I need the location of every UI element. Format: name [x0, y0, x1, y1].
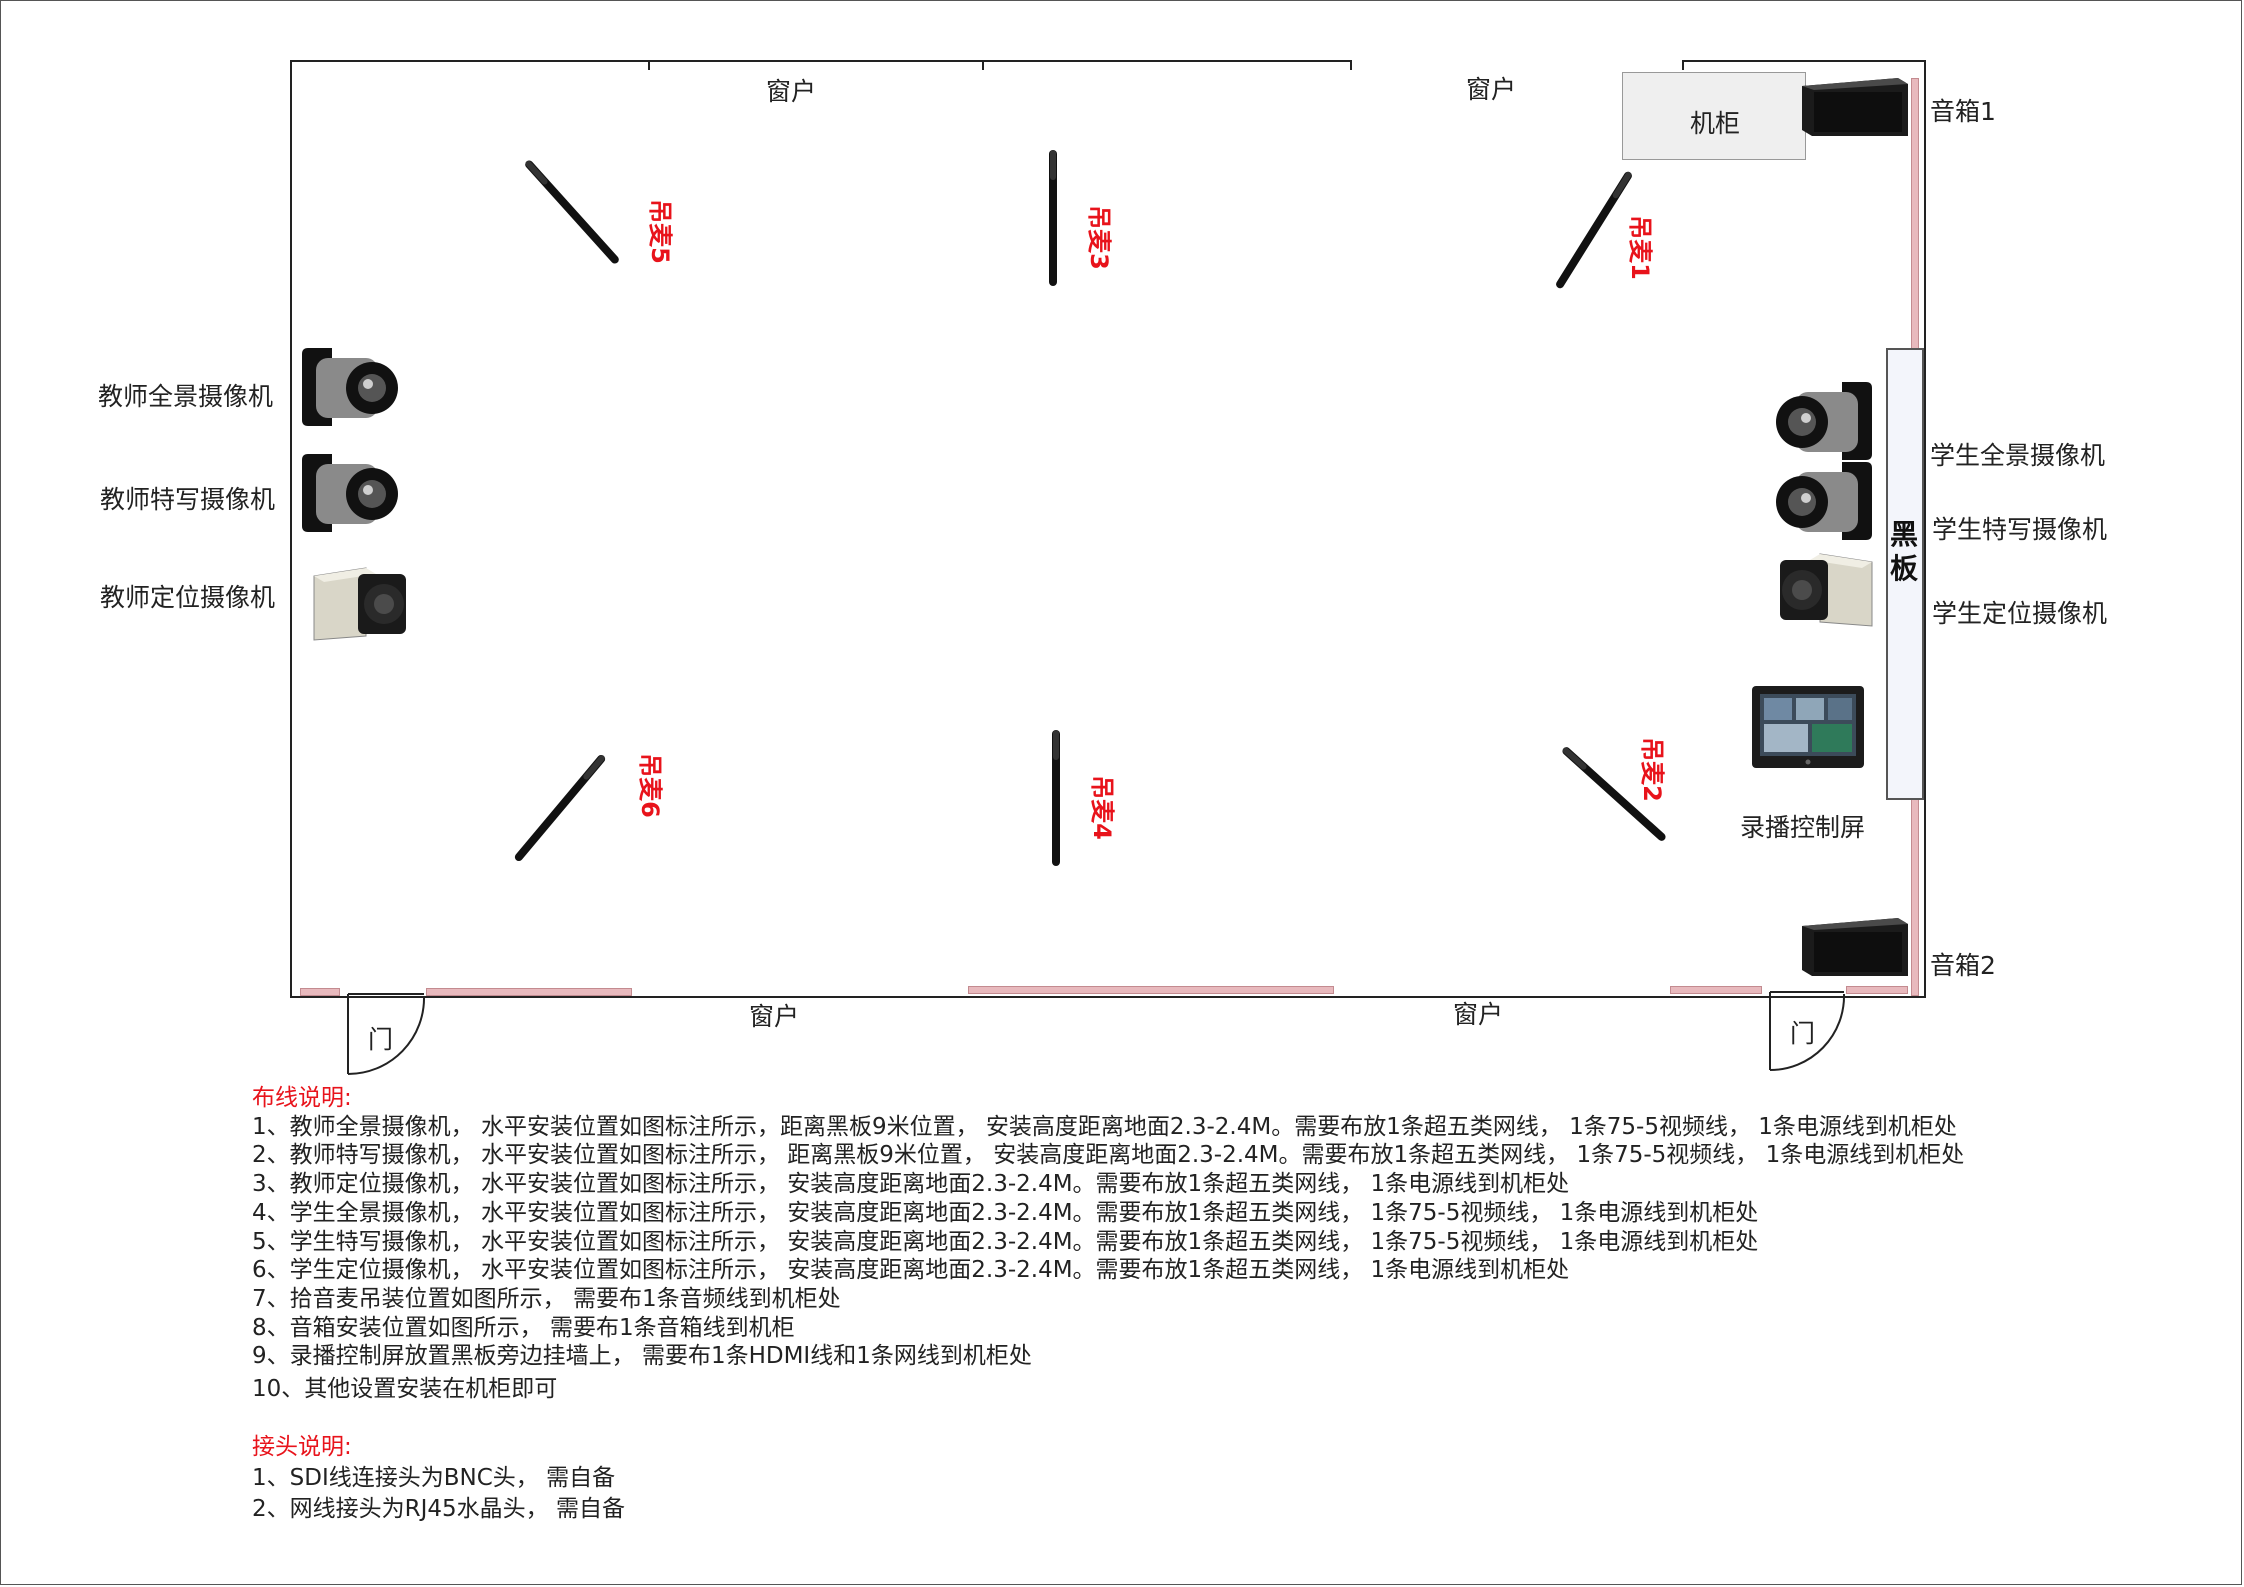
window-label-top-right: 窗户 [1466, 75, 1517, 104]
mic-3-label: 吊麦3 [1084, 205, 1113, 270]
hanging-mic-icon [1049, 150, 1057, 286]
blackboard [1886, 348, 1924, 800]
window-label-bottom-left: 窗户 [749, 1002, 800, 1031]
top-window-divider [1350, 60, 1352, 70]
window-label-top-left: 窗户 [766, 77, 817, 106]
bottom-wall-segment [968, 986, 1334, 994]
teacher-tracking-camera-label: 教师定位摄像机 [100, 583, 276, 612]
connector-notes: 接头说明: 1、SDI线连接头为BNC头， 需自备 2、网线接头为RJ45水晶头… [252, 1432, 625, 1525]
mic-4-label: 吊麦4 [1087, 775, 1116, 840]
student-closeup-camera-label: 学生特写摄像机 [1932, 515, 2108, 544]
mic-1-label: 吊麦1 [1625, 215, 1654, 280]
cabinet-label: 机柜 [1690, 109, 1741, 138]
control-screen-label: 录播控制屏 [1740, 813, 1866, 842]
box-camera-icon [1780, 553, 1873, 627]
speaker-icon [1802, 918, 1908, 976]
bottom-wall-segment [1846, 986, 1908, 994]
ptz-camera-icon [1776, 462, 1872, 540]
wiring-note-item: 9、录播控制屏放置黑板旁边挂墙上， 需要布1条HDMI线和1条网线到机柜处 [252, 1343, 1032, 1370]
mic-2-label: 吊麦2 [1637, 737, 1666, 802]
equipment-cabinet [1622, 72, 1806, 160]
student-tracking-camera-label: 学生定位摄像机 [1932, 599, 2108, 628]
wiring-note-item: 6、学生定位摄像机， 水平安装位置如图标注所示， 安装高度距离地面2.3-2.4… [252, 1257, 1570, 1284]
wiring-note-item: 5、学生特写摄像机， 水平安装位置如图标注所示， 安装高度距离地面2.3-2.4… [252, 1228, 1759, 1255]
wiring-note-item: 10、其他设置安装在机柜即可 [252, 1376, 558, 1403]
bottom-wall-segment [300, 988, 340, 996]
door-swing-icon [1769, 991, 1846, 1071]
wiring-notes: 布线说明: 1、教师全景摄像机， 水平安装位置如图标注所示，距离黑板9米位置， … [252, 1084, 1964, 1404]
window-label-bottom-right: 窗户 [1453, 1000, 1504, 1029]
classroom-floor-plan [290, 60, 1926, 998]
teacher-panorama-camera-label: 教师全景摄像机 [98, 382, 274, 411]
ptz-camera-icon [302, 348, 398, 426]
blackboard-label: 黑板 [1890, 518, 1919, 585]
mic-5-label: 吊麦5 [645, 199, 674, 264]
bottom-wall-segment [426, 988, 632, 996]
teacher-closeup-camera-label: 教师特写摄像机 [100, 485, 276, 514]
box-camera-icon [313, 567, 406, 641]
ptz-camera-icon [1776, 382, 1872, 460]
connector-notes-title: 接头说明: [252, 1434, 352, 1460]
door-label-left: 门 [368, 1025, 394, 1054]
connector-note-item: 1、SDI线连接头为BNC头， 需自备 [252, 1465, 616, 1491]
wiring-note-item: 7、拾音麦吊装位置如图所示， 需要布1条音频线到机柜处 [252, 1285, 841, 1312]
top-window-divider [982, 60, 984, 70]
mic-6-label: 吊麦6 [635, 753, 664, 818]
door-label-right: 门 [1790, 1019, 1816, 1048]
bottom-wall-segment [1670, 986, 1762, 994]
wiring-notes-title: 布线说明: [252, 1085, 352, 1111]
top-window-gap [1352, 58, 1682, 63]
top-window-divider [1682, 60, 1684, 70]
ptz-camera-icon [302, 454, 398, 532]
hanging-mic-icon [1052, 730, 1060, 866]
wiring-note-item: 3、教师定位摄像机， 水平安装位置如图标注所示， 安装高度距离地面2.3-2.4… [252, 1171, 1570, 1198]
connector-note-item: 2、网线接头为RJ45水晶头， 需自备 [252, 1496, 625, 1522]
student-panorama-camera-label: 学生全景摄像机 [1930, 441, 2106, 470]
touch-screen-icon [1752, 686, 1864, 768]
door-swing-icon [347, 993, 426, 1075]
wiring-note-item: 8、音箱安装位置如图所示， 需要布1条音箱线到机柜 [252, 1314, 795, 1341]
wiring-note-item: 4、学生全景摄像机， 水平安装位置如图标注所示， 安装高度距离地面2.3-2.4… [252, 1199, 1759, 1226]
speaker-2-label: 音箱2 [1930, 951, 1996, 980]
top-window-divider [648, 60, 650, 70]
wiring-note-item: 2、教师特写摄像机， 水平安装位置如图标注所示， 距离黑板9米位置， 安装高度距… [252, 1142, 1965, 1169]
wiring-note-item: 1、教师全景摄像机， 水平安装位置如图标注所示，距离黑板9米位置， 安装高度距离… [252, 1113, 1957, 1140]
speaker-icon [1802, 78, 1908, 136]
speaker-1-label: 音箱1 [1930, 97, 1996, 126]
